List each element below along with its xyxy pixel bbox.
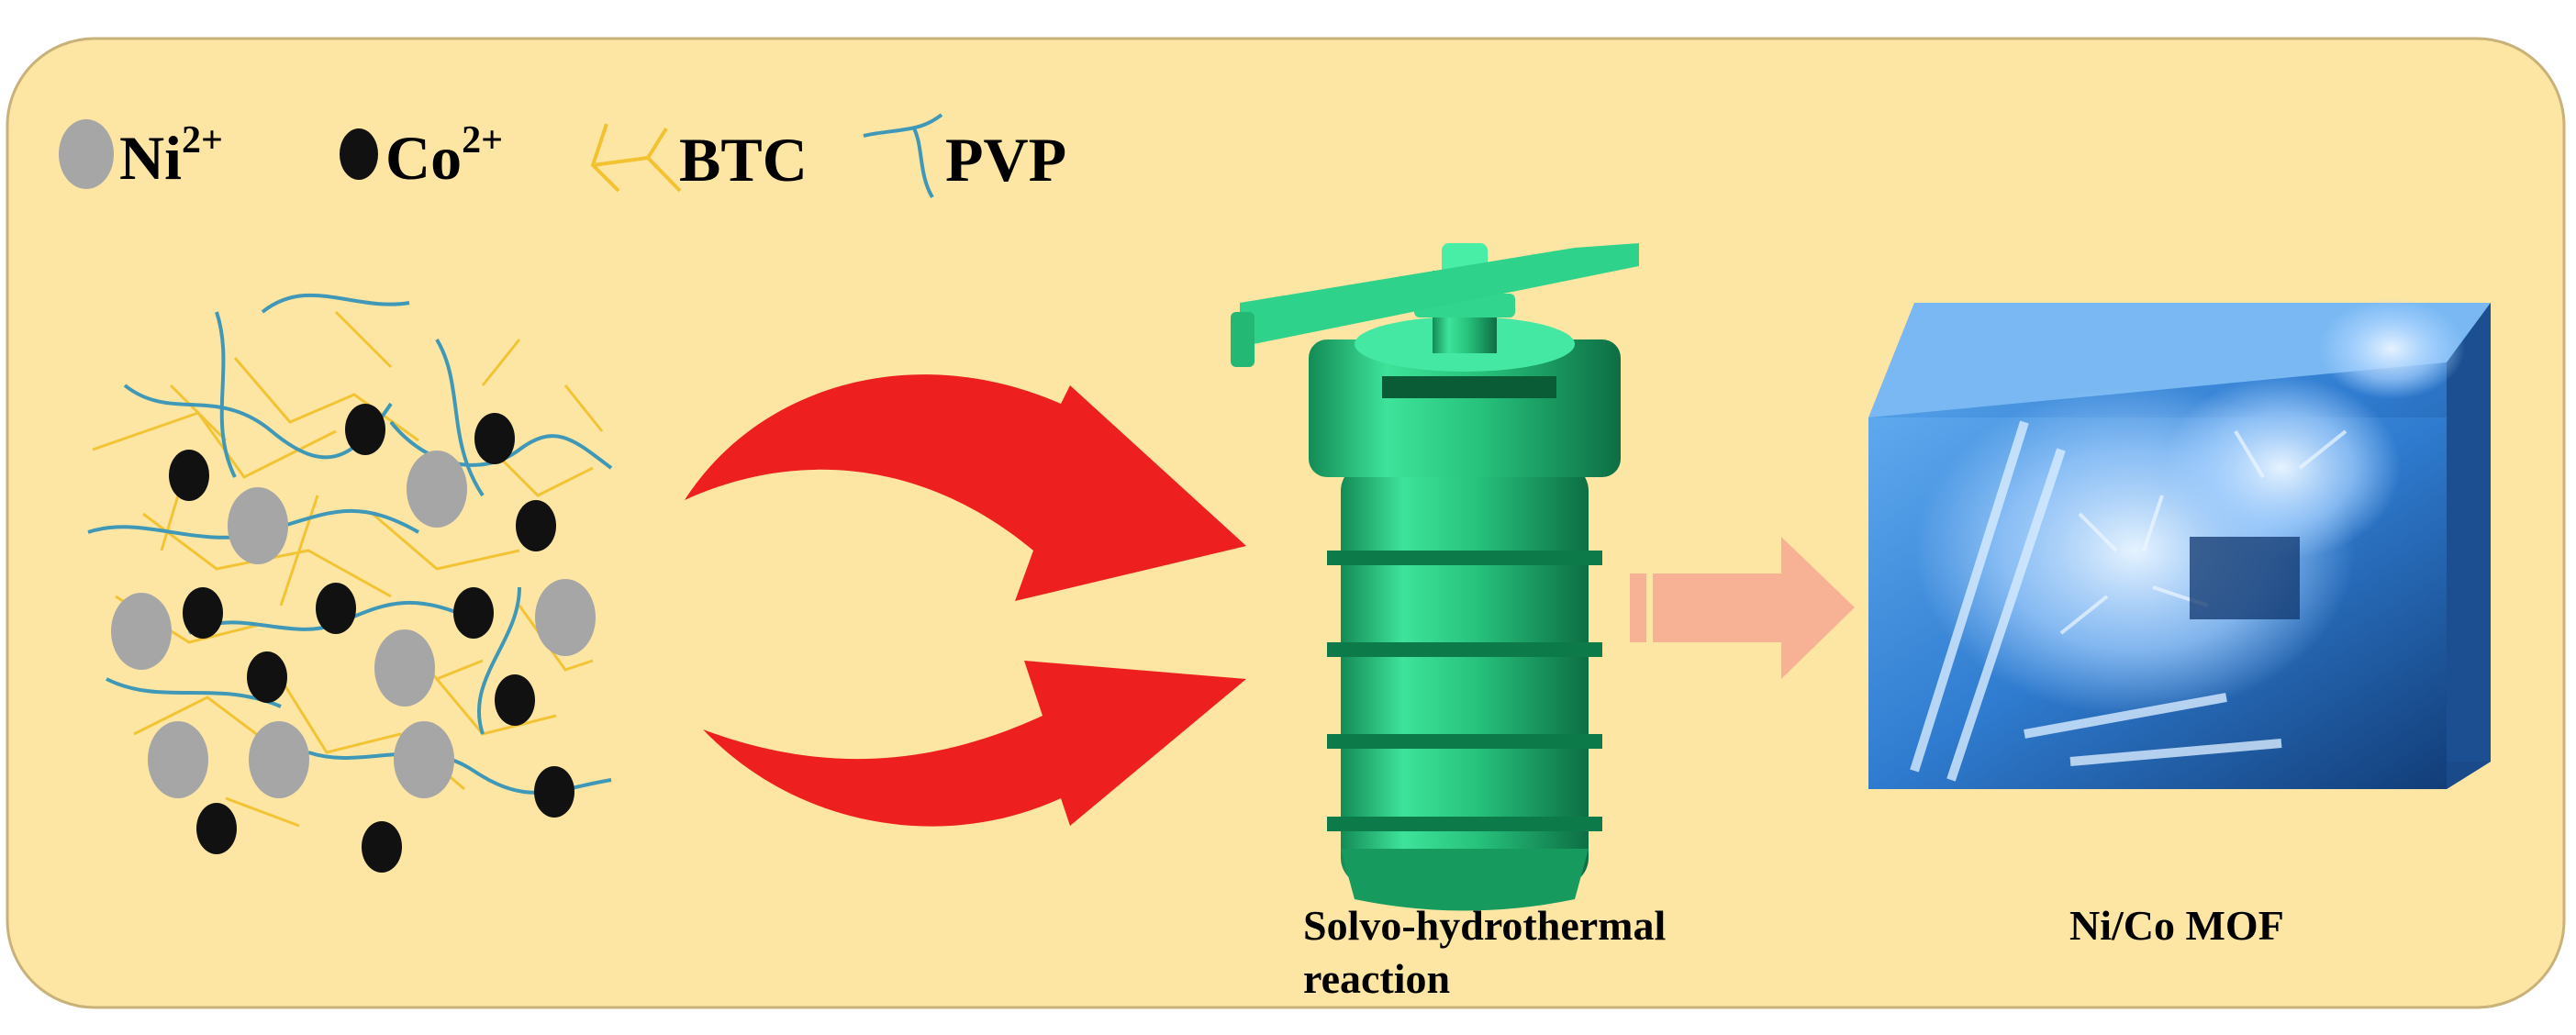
btc-linker-legend-icon: [590, 123, 682, 193]
reaction-caption-line2: reaction: [1303, 954, 1451, 1002]
reaction-caption: Solvo-hydrothermal reaction: [1303, 899, 1666, 1005]
autoclave-reactor-icon: [1231, 243, 1639, 911]
pvp-legend-label: PVP: [945, 125, 1067, 195]
reaction-caption-line1: Solvo-hydrothermal: [1303, 902, 1667, 949]
co-ion-legend-label: Co2+: [385, 119, 504, 193]
ni-ions: [111, 451, 596, 798]
ni-ion-legend-icon: [59, 119, 114, 189]
ni-ion-legend-label: Ni2+: [119, 119, 223, 193]
co-ions: [169, 404, 574, 873]
mof-micrograph-image: [1868, 298, 2491, 789]
btc-legend-label: BTC: [679, 125, 808, 195]
result-arrow: [1630, 537, 1855, 679]
precursor-mixture: [87, 293, 613, 873]
diagram-panel: [6, 37, 2566, 1009]
legend: [59, 113, 943, 199]
lower-red-arrow: [703, 661, 1246, 827]
pvp-polymer-legend-icon: [863, 113, 943, 199]
co-ion-legend-icon: [340, 128, 378, 180]
upper-red-arrow: [685, 374, 1246, 601]
product-caption: Ni/Co MOF: [2069, 902, 2284, 949]
